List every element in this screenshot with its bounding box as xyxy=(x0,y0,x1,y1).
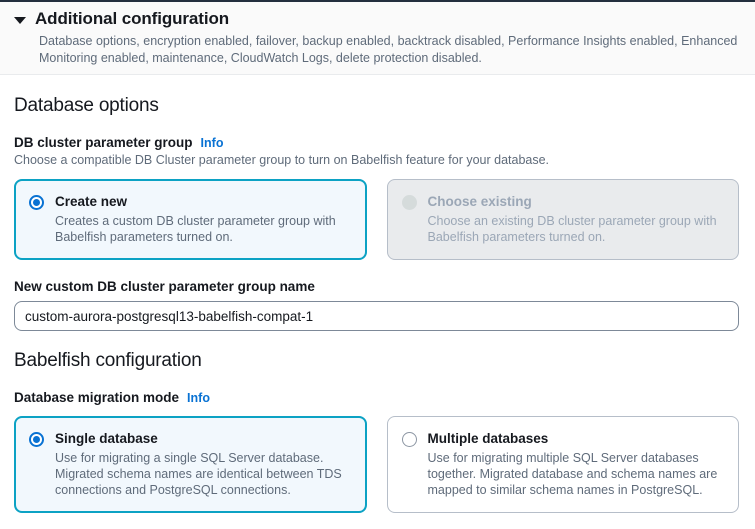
radio-card-multiple-databases[interactable]: Multiple databases Use for migrating mul… xyxy=(386,416,739,513)
radio-card-multiple-databases-description: Use for migrating multiple SQL Server da… xyxy=(427,451,718,497)
info-link-parameter-group[interactable]: Info xyxy=(200,136,224,150)
radio-button-single-database[interactable] xyxy=(29,432,44,447)
top-divider xyxy=(0,0,755,2)
caret-down-icon[interactable] xyxy=(14,16,26,24)
db-cluster-parameter-group-description: Choose a compatible DB Cluster parameter… xyxy=(14,153,550,167)
radio-card-choose-existing: Choose existing Choose an existing DB cl… xyxy=(386,179,739,260)
radio-card-single-database-text: Single database Use for migrating a sing… xyxy=(55,430,351,498)
page-title: Additional configuration xyxy=(35,9,230,28)
db-cluster-parameter-group-label: DB cluster parameter group xyxy=(14,135,193,150)
info-link-migration-mode[interactable]: Info xyxy=(187,391,210,405)
radio-card-single-database[interactable]: Single database Use for migrating a sing… xyxy=(14,416,367,513)
radio-card-choose-existing-title: Choose existing xyxy=(427,194,532,209)
new-group-name-label: New custom DB cluster parameter group na… xyxy=(14,279,315,294)
new-group-name-input[interactable] xyxy=(14,301,739,331)
radio-card-create-new[interactable]: Create new Creates a custom DB cluster p… xyxy=(14,179,367,260)
database-migration-mode-label: Database migration mode xyxy=(14,390,180,405)
configuration-content: Database options DB cluster parameter gr… xyxy=(0,76,755,513)
radio-card-single-database-description: Use for migrating a single SQL Server da… xyxy=(55,451,342,497)
radio-card-create-new-description: Creates a custom DB cluster parameter gr… xyxy=(55,214,336,244)
radio-card-multiple-databases-title: Multiple databases xyxy=(427,431,549,446)
database-migration-mode-label-row: Database migration mode Info xyxy=(14,390,739,405)
radio-button-multiple-databases[interactable] xyxy=(401,432,417,447)
section-title-database-options: Database options xyxy=(14,95,159,116)
migration-mode-option-cards: Single database Use for migrating a sing… xyxy=(14,416,739,513)
radio-card-multiple-databases-text: Multiple databases Use for migrating mul… xyxy=(428,430,724,498)
db-cluster-parameter-group-label-row: DB cluster parameter group Info xyxy=(14,135,739,150)
parameter-group-option-cards: Create new Creates a custom DB cluster p… xyxy=(14,179,739,260)
header-description: Database options, encryption enabled, fa… xyxy=(39,34,738,65)
radio-card-choose-existing-text: Choose existing Choose an existing DB cl… xyxy=(428,193,724,245)
radio-button-create-new[interactable] xyxy=(29,195,44,210)
radio-card-single-database-title: Single database xyxy=(55,431,158,446)
additional-configuration-header[interactable]: Additional configuration Database option… xyxy=(0,2,755,75)
radio-card-create-new-title: Create new xyxy=(55,194,128,209)
radio-button-choose-existing xyxy=(401,195,417,210)
radio-card-create-new-text: Create new Creates a custom DB cluster p… xyxy=(55,193,351,245)
header-title-row[interactable]: Additional configuration xyxy=(14,9,739,29)
radio-card-choose-existing-description: Choose an existing DB cluster parameter … xyxy=(427,214,717,244)
section-title-babelfish-configuration: Babelfish configuration xyxy=(14,350,202,371)
